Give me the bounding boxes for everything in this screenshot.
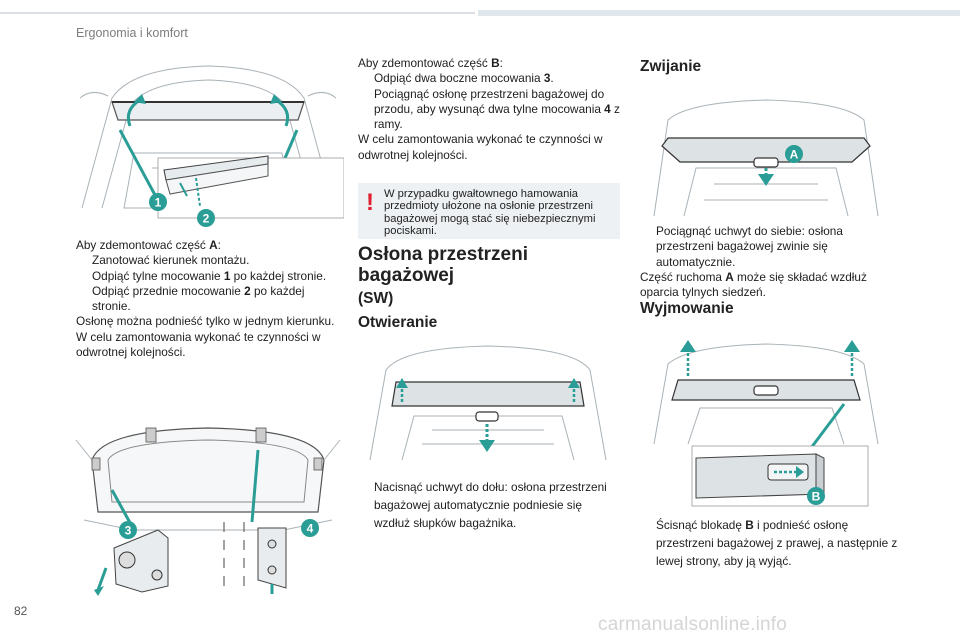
callout-b xyxy=(807,487,825,505)
rolling-heading: Zwijanie xyxy=(640,58,702,75)
col2-b2-pre: Pociągnąć osłonę przestrzeni bagażowej d… xyxy=(374,86,605,116)
col3-roll-post: może się składać wzdłuż oparcia tylnych … xyxy=(640,269,867,300)
page-number: 82 xyxy=(14,604,28,618)
col1-b3-post: po każdej stronie. xyxy=(92,283,305,314)
col1-bullet-3-text: Odpiąć przednie mocowanie 2 po każdej st… xyxy=(92,284,338,315)
col1-intro-part: A xyxy=(209,238,218,252)
figure-removing: B xyxy=(653,340,879,507)
figure-shelf-b-removal: 3 4 xyxy=(75,427,341,596)
col1-bullet-1: Zanotować kierunek montażu. xyxy=(76,253,338,268)
callout-4 xyxy=(301,519,319,537)
bullet-symbol xyxy=(76,269,92,284)
section-title: Ergonomia i komfort xyxy=(76,26,188,40)
col3-remove-pre: Ścisnąć blokadę xyxy=(656,518,746,532)
column-3-removing-text: Ścisnąć blokadę B i podnieść osłonę prze… xyxy=(640,516,902,570)
col3-roll-bullet-text: Pociągnąć uchwyt do siebie: osłona przes… xyxy=(656,224,843,269)
section-heading: Osłona przestrzeni bagażowej xyxy=(358,244,528,286)
col3-roll-pre: Część ruchoma xyxy=(640,269,726,284)
col1-b3-num: 2 xyxy=(244,283,251,298)
col3-roll-paragraph: Część ruchoma A może się składać wzdłuż … xyxy=(640,270,902,301)
bullet-symbol xyxy=(358,71,374,86)
col2-b1-num: 3 xyxy=(543,71,551,86)
bullet-symbol xyxy=(640,516,656,570)
bullet-symbol xyxy=(640,224,656,270)
warning-box: ! W przypadku gwałtownego hamowania prze… xyxy=(358,183,620,239)
opening-heading: Otwieranie xyxy=(358,314,438,331)
removing-heading: Wyjmowanie xyxy=(640,300,734,317)
col1-b2-pre: Odpiąć tylne mocowanie xyxy=(92,268,224,283)
column-1-text: Aby zdemontować część A: Zanotować kieru… xyxy=(76,238,338,360)
col3-roll-bullet: Pociągnąć uchwyt do siebie: osłona przes… xyxy=(640,224,902,270)
col1-intro-end: : xyxy=(217,238,221,252)
col3-roll-part: A xyxy=(725,269,734,284)
callout-1 xyxy=(149,193,167,211)
col1-b2-num: 1 xyxy=(223,268,231,283)
col1-b2-post: po każdej stronie. xyxy=(230,268,327,283)
col2-b2-post: z ramy. xyxy=(374,101,620,132)
column-2-opening-text: Nacisnąć uchwyt do dołu: osłona przestrz… xyxy=(358,478,620,532)
col3-remove-part: B xyxy=(745,518,754,532)
callout-2-label: 2 xyxy=(203,212,210,226)
bullet-symbol xyxy=(358,478,374,532)
callout-a xyxy=(785,145,803,163)
header-rule-right xyxy=(478,10,960,16)
bullet-symbol xyxy=(76,284,92,315)
col3-remove-bullet: Ścisnąć blokadę B i podnieść osłonę prze… xyxy=(640,516,902,570)
col2-open-bullet-text: Nacisnąć uchwyt do dołu: osłona przestrz… xyxy=(374,480,607,530)
col2-intro: Aby zdemontować część B: xyxy=(358,56,620,71)
col1-bullet-3: Odpiąć przednie mocowanie 2 po każdej st… xyxy=(76,284,338,315)
col2-open-bullet: Nacisnąć uchwyt do dołu: osłona przestrz… xyxy=(358,478,620,532)
col2-b1-post: . xyxy=(550,71,554,86)
col1-bullet-2: Odpiąć tylne mocowanie 1 po każdej stron… xyxy=(76,269,338,284)
callout-3-label: 3 xyxy=(125,524,132,538)
callout-4-label: 4 xyxy=(307,522,314,536)
rolling-heading-wrap: Zwijanie xyxy=(640,58,701,76)
col3-remove-post: i podnieść osłonę przestrzeni bagażowej … xyxy=(656,518,898,568)
figure-shelf-a-removal: 1 2 xyxy=(79,65,344,227)
figure-opening xyxy=(369,345,607,461)
column-2-text: Aby zdemontować część B: Odpiąć dwa bocz… xyxy=(358,56,620,163)
col2-bullet-2: Pociągnąć osłonę przestrzeni bagażowej d… xyxy=(358,87,620,133)
callout-3 xyxy=(119,521,137,539)
opening-heading-wrap: Otwieranie xyxy=(358,314,437,332)
col2-b1-pre: Odpiąć dwa boczne mocowania xyxy=(374,71,544,86)
callout-b-label: B xyxy=(812,490,821,504)
col2-intro-part: B xyxy=(491,56,500,70)
col1-bullet-2-text: Odpiąć tylne mocowanie 1 po każdej stron… xyxy=(92,269,338,284)
col1-intro: Aby zdemontować część A: xyxy=(76,238,338,253)
warning-icon: ! xyxy=(366,189,374,216)
column-3-rolling-text: Pociągnąć uchwyt do siebie: osłona przes… xyxy=(640,224,902,300)
col2-intro-end: : xyxy=(499,56,503,70)
callout-2 xyxy=(197,209,215,227)
col2-intro-text: Aby zdemontować część xyxy=(358,56,492,70)
col2-bullet-2-text: Pociągnąć osłonę przestrzeni bagażowej d… xyxy=(374,87,620,133)
cargo-cover-heading: Osłona przestrzeni bagażowej (SW) xyxy=(358,244,620,308)
removing-heading-wrap: Wyjmowanie xyxy=(640,300,734,318)
callout-a-label: A xyxy=(790,148,799,162)
watermark: carmanualsonline.info xyxy=(598,614,788,635)
bullet-symbol xyxy=(76,253,92,268)
figure-rolling: A xyxy=(653,99,879,217)
col1-intro-text: Aby zdemontować część xyxy=(76,238,210,252)
section-subtitle: (SW) xyxy=(358,290,394,307)
col2-b2-num: 4 xyxy=(604,101,611,116)
bullet-symbol xyxy=(358,87,374,133)
warning-text: W przypadku gwałtownego hamowania przedm… xyxy=(384,188,596,238)
col2-bullet-1: Odpiąć dwa boczne mocowania 3. xyxy=(358,71,620,86)
col2-paragraph-1: W celu zamontowania wykonać te czynności… xyxy=(358,132,603,162)
col2-bullet-1-text: Odpiąć dwa boczne mocowania 3. xyxy=(374,71,620,86)
col1-paragraph-1: Osłonę można podnieść tylko w jednym kie… xyxy=(76,314,335,329)
col1-bullet-1-text: Zanotować kierunek montażu. xyxy=(92,253,250,268)
col3-remove-bullet-text: Ścisnąć blokadę B i podnieść osłonę prze… xyxy=(656,516,902,570)
callout-1-label: 1 xyxy=(155,196,162,210)
col1-b3-pre: Odpiąć przednie mocowanie xyxy=(92,283,245,298)
col1-paragraph-2: W celu zamontowania wykonać te czynności… xyxy=(76,329,321,360)
header-rule-left xyxy=(0,12,475,14)
